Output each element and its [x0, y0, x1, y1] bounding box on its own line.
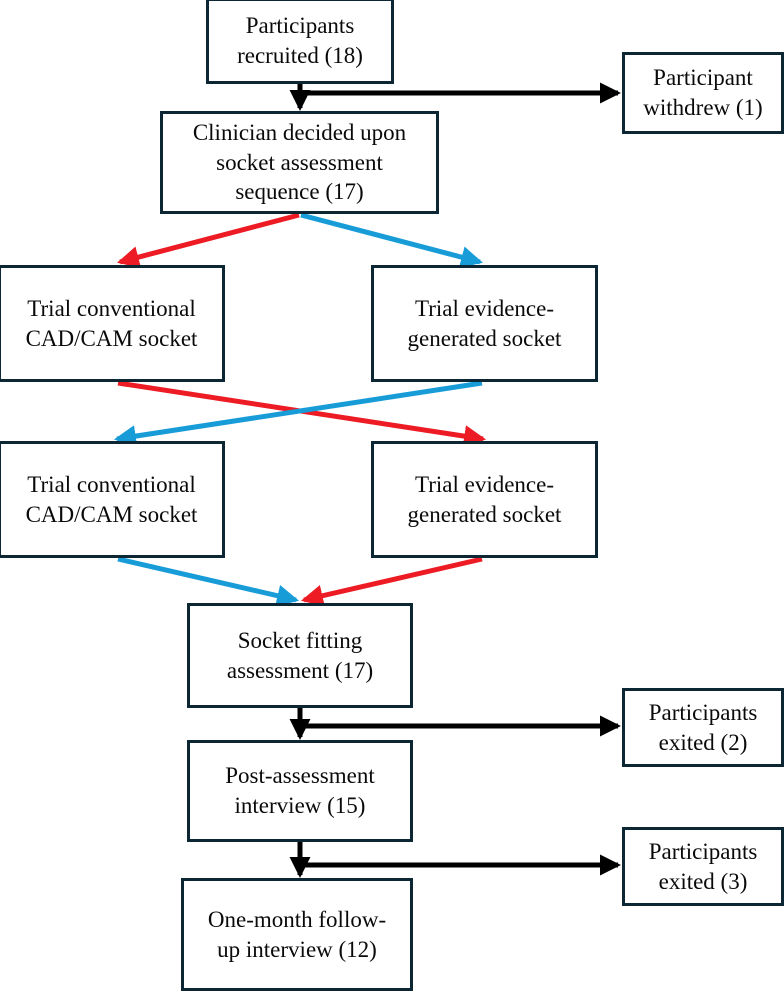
node-label: Trial conventional CAD/CAM socket [25, 471, 198, 527]
node-trial-conventional-2: Trial conventional CAD/CAM socket [0, 441, 225, 558]
edge-clinician-to-evidence-1 [300, 212, 483, 268]
node-participants-recruited: Participants recruited (18) [206, 0, 394, 84]
node-label: Trial evidence- generated socket [407, 295, 562, 351]
node-label: Trial conventional CAD/CAM socket [25, 295, 198, 351]
node-label: Clinician decided upon socket assessment… [192, 119, 407, 205]
node-trial-evidence-2: Trial evidence- generated socket [371, 441, 598, 558]
node-participants-exited-3: Participants exited (3) [622, 827, 784, 906]
node-label: Post-assessment interview (15) [225, 763, 375, 818]
node-participant-withdrew: Participant withdrew (1) [622, 52, 784, 134]
node-trial-evidence-1: Trial evidence- generated socket [371, 265, 598, 382]
node-label: Trial evidence- generated socket [407, 471, 562, 527]
node-clinician-decided: Clinician decided upon socket assessment… [160, 111, 439, 214]
node-label: Participant withdrew (1) [643, 65, 763, 120]
node-one-month-followup: One-month follow- up interview (12) [181, 878, 413, 991]
node-label: Participants exited (2) [648, 699, 758, 755]
node-participants-exited-2: Participants exited (2) [622, 688, 784, 767]
node-socket-fitting-assessment: Socket fitting assessment (17) [187, 603, 413, 708]
edge-evidence-2-to-assessment [300, 556, 483, 607]
node-trial-conventional-1: Trial conventional CAD/CAM socket [0, 265, 225, 382]
edge-conventional-2-to-assessment [117, 556, 300, 607]
edge-clinician-to-conventional-1 [117, 212, 300, 268]
node-label: Socket fitting assessment (17) [226, 627, 374, 683]
node-label: One-month follow- up interview (12) [207, 906, 387, 962]
edge-conventional-1-to-evidence-2 [117, 380, 487, 448]
node-label: Participants recruited (18) [237, 13, 363, 68]
node-post-assessment-interview: Post-assessment interview (15) [187, 740, 413, 842]
node-label: Participants exited (3) [648, 838, 758, 894]
edge-evidence-1-to-conventional-2 [113, 380, 483, 448]
